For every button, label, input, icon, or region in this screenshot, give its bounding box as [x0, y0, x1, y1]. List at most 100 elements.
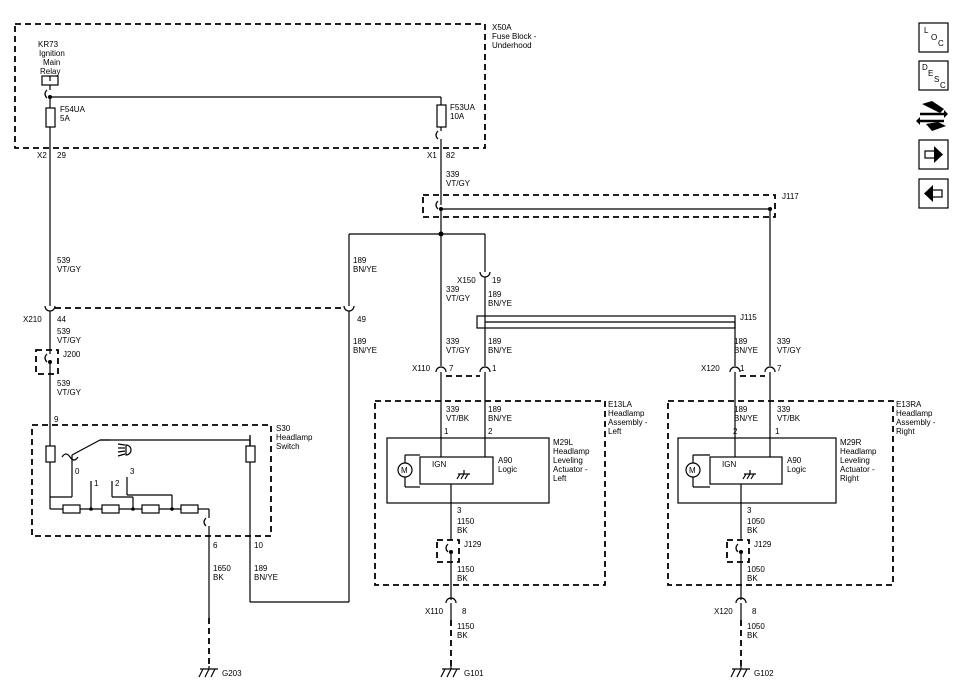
- f54ua-fuse: [45, 107, 56, 128]
- x50a-label-2: Fuse Block -: [492, 32, 537, 41]
- m29r-motor-label: M: [689, 466, 696, 475]
- arrow-left-icon: [924, 185, 943, 202]
- g102-ground-symbol: [730, 666, 750, 678]
- wire-label-1150-a: 1150: [457, 517, 475, 526]
- s30-position-2: 2: [115, 479, 120, 488]
- wire-label-189-e-color: BN/YE: [353, 346, 377, 355]
- x110-pin-7: 7: [449, 364, 454, 373]
- s30-position-0: 0: [75, 467, 80, 476]
- m29r-a90-label-1: A90: [787, 456, 802, 465]
- m29l-pin-2: 2: [488, 427, 493, 436]
- wire-label-539-b: 539: [57, 327, 71, 336]
- m29l-internal-ground-icon: [456, 470, 470, 480]
- e13la-label-2: Headlamp: [608, 409, 645, 418]
- wire-label-539-a: 539: [57, 256, 71, 265]
- kr73-label-3: Main: [43, 58, 60, 67]
- f53ua-rating: 10A: [450, 112, 465, 121]
- headlamp-icon: [117, 443, 132, 457]
- wire-label-1150-a-color: BK: [457, 526, 468, 535]
- wire-label-1650-color: BK: [213, 573, 224, 582]
- x110-connector: X110: [412, 364, 431, 373]
- wire-label-189-r: 189: [734, 405, 748, 414]
- x2-connector: X2: [37, 151, 47, 160]
- x120-connector: X120: [701, 364, 720, 373]
- wire-label-1050-a: 1050: [747, 517, 765, 526]
- wire-label-339-b-color: VT/GY: [446, 294, 471, 303]
- j200-splice: [35, 349, 59, 375]
- location-view-button[interactable]: L O C: [918, 22, 949, 53]
- wire-label-1150-c: 1150: [457, 622, 475, 631]
- next-page-button[interactable]: [918, 139, 949, 170]
- x110-bottom-connector: X110: [425, 607, 444, 616]
- m29l-label-5: Left: [553, 474, 567, 483]
- previous-page-button[interactable]: [918, 178, 949, 209]
- x50a-label-3: Underhood: [492, 41, 532, 50]
- wire-label-339-vtbk-l: 339: [446, 405, 460, 414]
- m29r-logic-box: [709, 456, 783, 485]
- connector-view-button[interactable]: [916, 99, 949, 131]
- f54ua-rating: 5A: [60, 114, 70, 123]
- f53ua-label: F53UA: [450, 103, 476, 112]
- x120-pin-7: 7: [777, 364, 782, 373]
- wire-label-1050-c-color: BK: [747, 631, 758, 640]
- g101-ground-symbol: [440, 666, 460, 678]
- wire-label-189-d-color: BN/YE: [734, 346, 758, 355]
- m29r-internal-ground-icon: [742, 470, 756, 480]
- s30-label-2: Headlamp: [276, 433, 313, 442]
- wire-label-339-vtbk-r: 339: [777, 405, 791, 414]
- x210-connector: X210: [23, 315, 42, 324]
- f54ua-label: F54UA: [60, 105, 86, 114]
- wire-label-539-c-color: VT/GY: [57, 388, 82, 397]
- m29r-a90-label-2: Logic: [787, 465, 806, 474]
- g203-label: G203: [222, 669, 242, 678]
- m29l-motor-label: M: [401, 466, 408, 475]
- m29r-label-1: M29R: [840, 438, 862, 447]
- wire-label-539-a-color: VT/GY: [57, 265, 82, 274]
- wire-label-539-b-color: VT/GY: [57, 336, 82, 345]
- wire-label-339-c: 339: [446, 337, 460, 346]
- wire-label-189-l-color: BN/YE: [488, 414, 512, 423]
- x150-pin: 19: [492, 276, 501, 285]
- m29r-ign-label: IGN: [722, 460, 736, 469]
- wire-label-339-d-color: VT/GY: [777, 346, 802, 355]
- wire-label-339-b: 339: [446, 285, 460, 294]
- loc-letter-c: C: [938, 39, 944, 48]
- x110-pin-1: 1: [492, 364, 497, 373]
- m29r-label-4: Actuator -: [840, 465, 875, 474]
- x120-pin-1: 1: [740, 364, 745, 373]
- wire-label-339-color: VT/GY: [446, 179, 471, 188]
- x110-bottom-pin: 8: [462, 607, 467, 616]
- m29l-label-4: Actuator -: [553, 465, 588, 474]
- wire-label-189-c: 189: [488, 337, 502, 346]
- wire-label-1050-b-color: BK: [747, 574, 758, 583]
- e13ra-label-3: Assembly -: [896, 418, 936, 427]
- wire-label-189-b: 189: [488, 290, 502, 299]
- m29l-logic-box: [419, 456, 494, 485]
- m29r-actuator: [677, 437, 837, 504]
- wire-label-339: 339: [446, 170, 460, 179]
- wire-label-189-r-color: BN/YE: [734, 414, 758, 423]
- x1-pin: 82: [446, 151, 455, 160]
- x50a-label-1: X50A: [492, 23, 512, 32]
- loc-letter-o: O: [931, 33, 937, 42]
- m29l-label-2: Headlamp: [553, 447, 590, 456]
- wire-label-189-d: 189: [734, 337, 748, 346]
- m29l-actuator: [386, 437, 550, 504]
- wire-label-1150-b-color: BK: [457, 574, 468, 583]
- m29l-label-3: Leveling: [553, 456, 583, 465]
- e13la-headlamp-assembly-left-outline: [374, 400, 606, 586]
- desc-letter-d: D: [922, 63, 928, 72]
- kr73-label-1: KR73: [38, 40, 59, 49]
- description-view-button[interactable]: D E S C: [918, 60, 949, 91]
- wire-label-1050-c: 1050: [747, 622, 765, 631]
- j129-right-label: J129: [754, 540, 772, 549]
- connector-icon: [916, 101, 948, 131]
- e13ra-label-1: E13RA: [896, 400, 922, 409]
- j117-splice-pack: [422, 194, 776, 218]
- wire-label-1150-b: 1150: [457, 565, 475, 574]
- s30-pin-6: 6: [213, 541, 218, 550]
- s30-pin-10: 10: [254, 541, 263, 550]
- x2-pin: 29: [57, 151, 66, 160]
- wire-label-1150-c-color: BK: [457, 631, 468, 640]
